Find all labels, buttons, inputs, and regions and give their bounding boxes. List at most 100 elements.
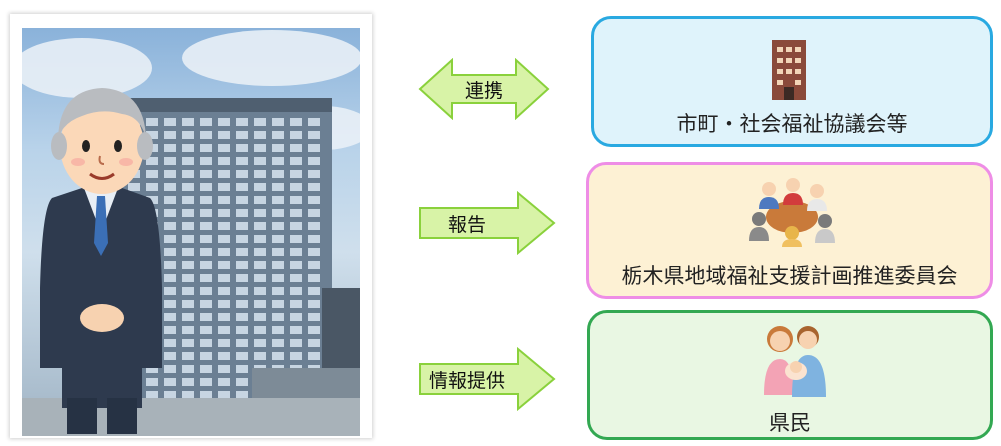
building-icon xyxy=(772,40,806,100)
right-arrow-icon xyxy=(419,191,556,255)
building-window xyxy=(128,183,140,191)
building-window xyxy=(164,261,176,269)
building-window xyxy=(254,248,266,256)
building-window xyxy=(218,118,230,126)
building-window xyxy=(308,339,320,347)
building-window xyxy=(182,196,194,204)
box-label-residents: 県民 xyxy=(769,411,811,435)
building-window xyxy=(272,326,284,334)
arrow-label-jouhou-teikyou: 情報提供 xyxy=(428,370,505,392)
building-window xyxy=(164,144,176,152)
box-municipalities: 市町・社会福祉協議会等 xyxy=(591,16,993,147)
building-window xyxy=(182,300,194,308)
building-window xyxy=(290,352,302,360)
building-window xyxy=(272,261,284,269)
building-window xyxy=(218,144,230,152)
building-window xyxy=(254,170,266,178)
building-window xyxy=(182,222,194,230)
building-window xyxy=(272,196,284,204)
building-window xyxy=(308,144,320,152)
building-window xyxy=(200,144,212,152)
building-window xyxy=(218,183,230,191)
building-window xyxy=(236,261,248,269)
building-window xyxy=(308,183,320,191)
building-window xyxy=(164,235,176,243)
building-window xyxy=(164,352,176,360)
building-window xyxy=(254,222,266,230)
building-window xyxy=(272,339,284,347)
building-window xyxy=(290,118,302,126)
building-window xyxy=(236,287,248,295)
building-window xyxy=(218,326,230,334)
building-window xyxy=(146,391,158,399)
building-window xyxy=(254,300,266,308)
building-window xyxy=(236,170,248,178)
building-window xyxy=(236,378,248,386)
building-window xyxy=(164,274,176,282)
building-window xyxy=(272,300,284,308)
building-window xyxy=(254,261,266,269)
building-window xyxy=(308,300,320,308)
building-window xyxy=(200,261,212,269)
box-label-committee: 栃木県地域福祉支援計画推進委員会 xyxy=(621,264,958,288)
building-window xyxy=(182,326,194,334)
box-committee: 栃木県地域福祉支援計画推進委員会 xyxy=(586,162,993,299)
building-window xyxy=(164,170,176,178)
building-window xyxy=(308,352,320,360)
building-window xyxy=(218,391,230,399)
building-window xyxy=(218,222,230,230)
building-window xyxy=(218,300,230,308)
building-window xyxy=(290,144,302,152)
building-window xyxy=(182,339,194,347)
building-window xyxy=(290,157,302,165)
building-window xyxy=(164,378,176,386)
building-window xyxy=(236,326,248,334)
building-window xyxy=(290,313,302,321)
building-window xyxy=(236,365,248,373)
meeting-people-icon xyxy=(749,178,835,247)
building-window xyxy=(200,274,212,282)
building-window xyxy=(308,170,320,178)
building-window xyxy=(182,378,194,386)
building-window xyxy=(218,339,230,347)
building-window xyxy=(308,313,320,321)
building-window xyxy=(182,144,194,152)
building-window xyxy=(272,274,284,282)
building-window xyxy=(218,131,230,139)
building-window xyxy=(290,131,302,139)
building-window xyxy=(254,313,266,321)
building-window xyxy=(290,261,302,269)
building-window xyxy=(236,391,248,399)
building-window xyxy=(200,222,212,230)
building-window xyxy=(272,170,284,178)
building-window xyxy=(272,248,284,256)
building-window xyxy=(236,222,248,230)
building-window xyxy=(290,248,302,256)
building-window xyxy=(218,209,230,217)
building-window xyxy=(308,118,320,126)
building-window xyxy=(236,274,248,282)
building-window xyxy=(164,300,176,308)
building-window xyxy=(182,131,194,139)
building-window xyxy=(182,352,194,360)
building-window xyxy=(236,235,248,243)
building-window xyxy=(200,326,212,334)
building-window xyxy=(272,235,284,243)
building-window xyxy=(182,287,194,295)
building-window xyxy=(308,157,320,165)
building-window xyxy=(290,326,302,334)
building-window xyxy=(200,248,212,256)
building-window xyxy=(182,209,194,217)
building-window xyxy=(164,313,176,321)
building-window xyxy=(164,287,176,295)
building-window xyxy=(200,157,212,165)
building-window xyxy=(146,170,158,178)
building-window xyxy=(254,209,266,217)
building-window xyxy=(236,183,248,191)
building-window xyxy=(236,209,248,217)
building-window xyxy=(290,183,302,191)
building-window xyxy=(164,183,176,191)
building-window xyxy=(200,300,212,308)
building-window xyxy=(308,274,320,282)
building-window xyxy=(164,339,176,347)
